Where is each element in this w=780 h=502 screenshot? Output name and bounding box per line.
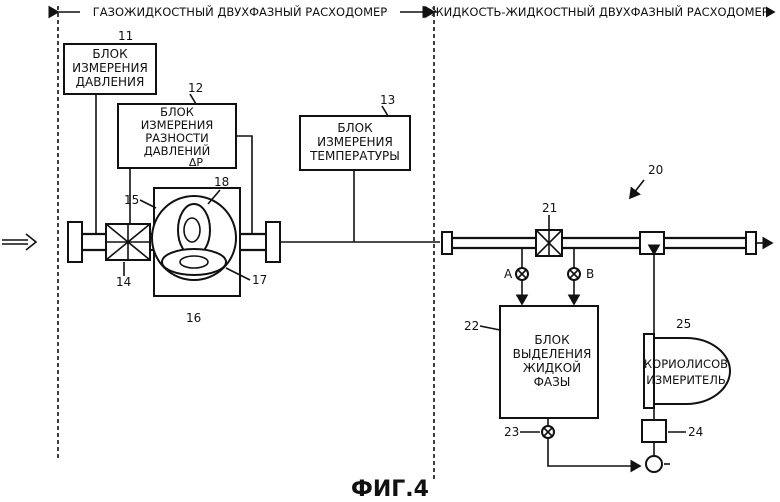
b11-line1: БЛОК <box>92 47 128 61</box>
b22-line3: ЖИДКОЙ <box>523 360 581 375</box>
block-12-diff-pressure: 12 БЛОК ИЗМЕРЕНИЯ РАЗНОСТИ ДАВЛЕНИЙ ΔP <box>117 81 253 234</box>
block-13-temperature: 13 БЛОК ИЗМЕРЕНИЯ ТЕМПЕРАТУРЫ <box>299 93 411 242</box>
ref-16: 16 <box>186 311 201 325</box>
meter-14 <box>105 223 151 261</box>
ref-15: 15 <box>124 193 139 207</box>
valve-b: B <box>567 248 594 306</box>
b13-line3: ТЕМПЕРАТУРЫ <box>309 149 400 163</box>
b11-line3: ДАВЛЕНИЯ <box>76 75 145 89</box>
block-11-pressure: 11 БЛОК ИЗМЕРЕНИЯ ДАВЛЕНИЯ <box>63 29 157 234</box>
b12-line3: РАЗНОСТИ <box>145 131 209 145</box>
b13-line1: БЛОК <box>337 121 373 135</box>
valve-a: A <box>504 248 529 306</box>
valve-b-label: B <box>586 267 594 281</box>
section-header: ГАЗОЖИДКОСТНЫЙ ДВУХФАЗНЫЙ РАСХОДОМЕР ЖИД… <box>48 2 776 20</box>
b12-line4: ДАВЛЕНИЙ <box>144 143 211 158</box>
inlet-arrow-icon <box>2 233 38 251</box>
ref-20: 20 <box>648 163 663 177</box>
b12-line5: ΔP <box>189 156 204 169</box>
b12-line2: ИЗМЕРЕНИЯ <box>141 118 214 132</box>
b12-line1: БЛОК <box>160 105 194 119</box>
ref-25: 25 <box>676 317 691 331</box>
block-22-liquid-separation: 22 БЛОК ВЫДЕЛЕНИЯ ЖИДКОЙ ФАЗЫ <box>464 305 599 419</box>
b22-line4: ФАЗЫ <box>534 375 571 389</box>
b13-line2: ИЗМЕРЕНИЯ <box>317 135 393 149</box>
ref-24: 24 <box>688 425 703 439</box>
separator-16 <box>151 187 241 297</box>
valve-a-label: A <box>504 267 513 281</box>
ref-12: 12 <box>188 81 203 95</box>
ref-labels-left: 15 18 14 17 16 <box>116 175 267 325</box>
right-section-title: ЖИДКОСТЬ-ЖИДКОСТНЫЙ ДВУХФАЗНЫЙ РАСХОДОМЕ… <box>431 4 769 19</box>
ref-17: 17 <box>252 273 267 287</box>
ref-23: 23 <box>504 425 519 439</box>
ref-18: 18 <box>214 175 229 189</box>
ref-22: 22 <box>464 319 479 333</box>
b25-line1: КОРИОЛИСОВ <box>644 357 728 371</box>
ref-11: 11 <box>118 29 133 43</box>
left-section-title: ГАЗОЖИДКОСТНЫЙ ДВУХФАЗНЫЙ РАСХОДОМЕР <box>93 4 388 19</box>
b22-line2: ВЫДЕЛЕНИЯ <box>513 347 592 361</box>
pump-24: 24 <box>641 408 703 473</box>
valve-23: 23 <box>504 418 642 473</box>
b22-line1: БЛОК <box>534 333 570 347</box>
ref-13: 13 <box>380 93 395 107</box>
figure-caption: ФИГ.4 <box>351 477 429 502</box>
ref-14: 14 <box>116 275 131 289</box>
b25-line2: ИЗМЕРИТЕЛЬ <box>646 373 726 387</box>
b11-line2: ИЗМЕРЕНИЯ <box>72 61 148 75</box>
coriolis-meter-25: 25 КОРИОЛИСОВ ИЗМЕРИТЕЛЬ <box>643 244 731 409</box>
right-pipe <box>441 229 774 257</box>
ref-21: 21 <box>542 201 557 215</box>
